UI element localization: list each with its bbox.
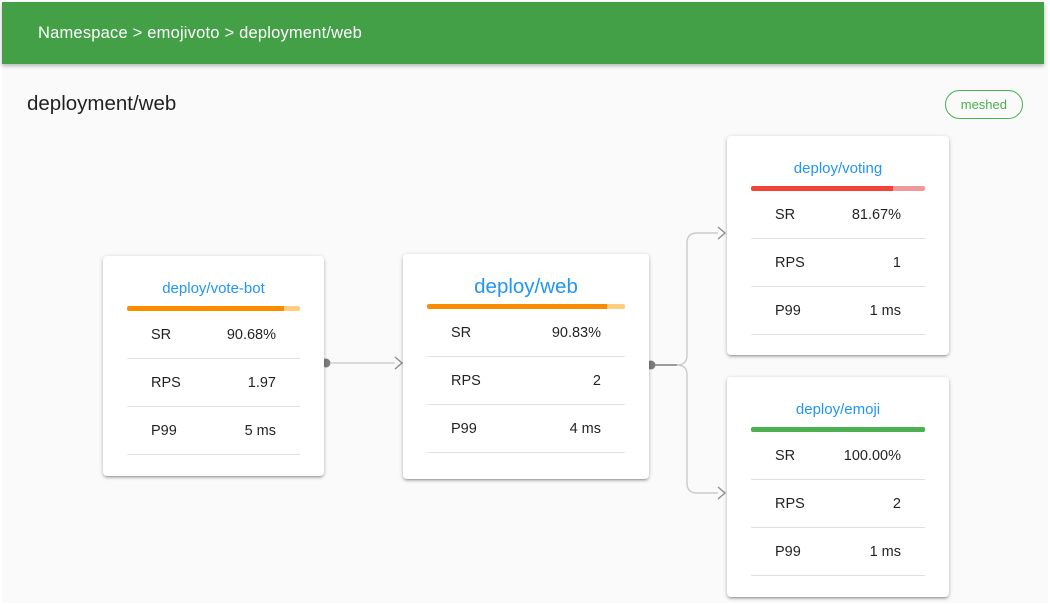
metric-row: RPS 1 — [751, 239, 925, 287]
metric-value: 2 — [892, 495, 901, 512]
metric-row: RPS 1.97 — [127, 359, 300, 407]
metric-value: 100.00% — [843, 447, 901, 464]
service-card-voting[interactable]: deploy/voting SR 81.67% RPS 1 P99 1 ms — [727, 136, 949, 355]
metric-value: 2 — [592, 372, 601, 389]
metric-table: SR 100.00% RPS 2 P99 1 ms — [751, 432, 925, 576]
service-card-title[interactable]: deploy/voting — [793, 160, 883, 177]
metric-value: 1 ms — [869, 302, 901, 319]
service-card-title[interactable]: deploy/vote-bot — [162, 280, 265, 297]
metric-table: SR 81.67% RPS 1 P99 1 ms — [751, 191, 925, 335]
metric-label: RPS — [451, 372, 481, 389]
metric-row: P99 1 ms — [751, 528, 925, 576]
metric-label: RPS — [775, 495, 805, 512]
metric-row: P99 4 ms — [427, 405, 625, 453]
service-card-title[interactable]: deploy/emoji — [795, 401, 881, 418]
page-title: deployment/web — [27, 92, 177, 115]
metric-label: SR — [775, 447, 796, 464]
metric-label: SR — [151, 326, 172, 343]
metric-value: 90.83% — [551, 324, 601, 341]
metric-value: 90.68% — [226, 326, 276, 343]
metric-label: RPS — [775, 254, 805, 271]
metric-row: SR 100.00% — [751, 432, 925, 480]
metric-label: P99 — [151, 422, 177, 439]
metric-label: RPS — [151, 374, 181, 391]
metric-value: 81.67% — [851, 206, 901, 223]
success-rate-bar-fill — [427, 304, 607, 309]
metric-label: SR — [451, 324, 472, 341]
metric-label: P99 — [775, 302, 801, 319]
success-rate-bar — [751, 427, 925, 432]
metric-table: SR 90.68% RPS 1.97 P99 5 ms — [127, 311, 300, 455]
service-card-web[interactable]: deploy/web SR 90.83% RPS 2 P99 4 ms — [403, 254, 649, 479]
metric-label: SR — [775, 206, 796, 223]
success-rate-bar — [751, 186, 925, 191]
app-header: Namespace > emojivoto > deployment/web — [2, 2, 1044, 64]
metric-label: P99 — [775, 543, 801, 560]
meshed-badge: meshed — [944, 90, 1023, 119]
metric-label: P99 — [451, 420, 477, 437]
metric-row: SR 90.83% — [427, 309, 625, 357]
metric-value: 1 ms — [869, 543, 901, 560]
metric-row: P99 1 ms — [751, 287, 925, 335]
success-rate-bar — [427, 304, 625, 309]
metric-row: RPS 2 — [427, 357, 625, 405]
success-rate-bar — [127, 306, 300, 311]
metric-row: SR 90.68% — [127, 311, 300, 359]
success-rate-bar-fill — [751, 427, 925, 432]
metric-row: RPS 2 — [751, 480, 925, 528]
service-card-title[interactable]: deploy/web — [474, 275, 578, 298]
metric-value: 5 ms — [244, 422, 276, 439]
metric-row: P99 5 ms — [127, 407, 300, 455]
metric-row: SR 81.67% — [751, 191, 925, 239]
breadcrumb[interactable]: Namespace > emojivoto > deployment/web — [38, 23, 363, 42]
success-rate-bar-fill — [751, 186, 894, 191]
metric-table: SR 90.83% RPS 2 P99 4 ms — [427, 309, 625, 453]
service-card-vote-bot[interactable]: deploy/vote-bot SR 90.68% RPS 1.97 P99 5… — [103, 256, 324, 476]
metric-value: 4 ms — [569, 420, 601, 437]
success-rate-bar-fill — [127, 306, 284, 311]
metric-value: 1.97 — [247, 374, 276, 391]
service-card-emoji[interactable]: deploy/emoji SR 100.00% RPS 2 P99 1 ms — [727, 377, 949, 597]
metric-value: 1 — [892, 254, 901, 271]
